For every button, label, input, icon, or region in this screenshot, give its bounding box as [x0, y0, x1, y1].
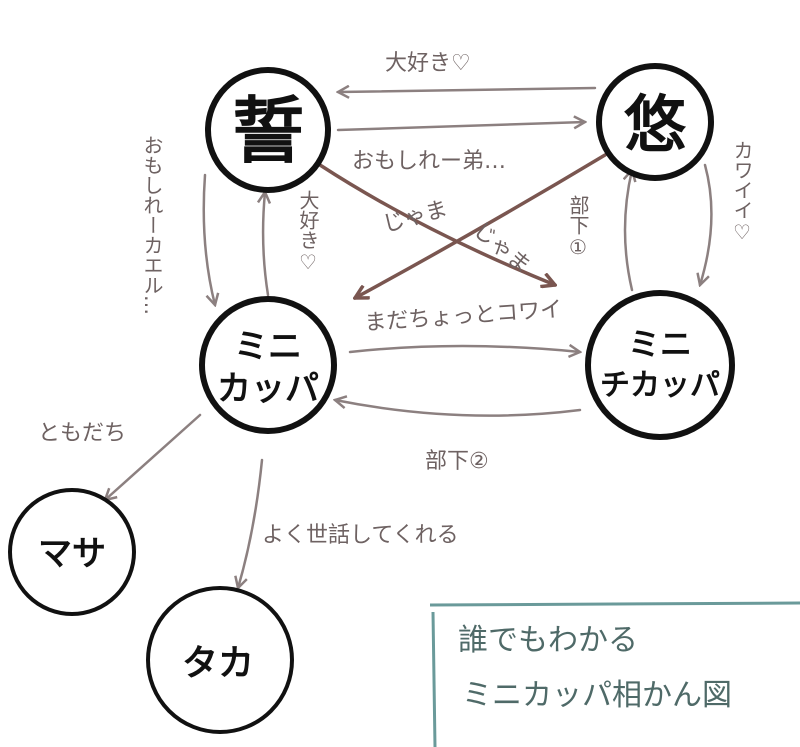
edge-minikappa-to-taka — [238, 458, 264, 588]
label-minichikappa-to-minikappa: 部下② — [425, 449, 489, 474]
edge-chikai-to-minikappa — [202, 173, 215, 305]
edge-chikai-to-minichikappa — [318, 163, 555, 285]
label-chikai-to-minikappa: おもしれーカエル… — [140, 135, 164, 315]
edge-yu-to-minichikappa — [700, 163, 713, 285]
label-minikappa-to-masa: ともだち — [38, 421, 126, 446]
edge-minikappa-to-masa — [105, 413, 202, 500]
edge-minikappa-to-minichikappa — [348, 346, 580, 352]
label-minikappa-to-taka: よく世話してくれる — [262, 523, 459, 548]
caption-box: 誰でもわかる ミニカッパ相かん図 — [429, 601, 800, 747]
node-masa-label: マサ — [38, 534, 106, 574]
node-taka: タカ — [146, 586, 294, 734]
caption-line-2: ミニカッパ相かん図 — [462, 678, 732, 713]
label-minikappa-to-chikai: 大好き♡ — [296, 190, 320, 274]
node-chikai: 誓 — [205, 67, 331, 193]
node-minichikappa-label-2: チカッパ — [600, 368, 720, 403]
label-minikappa-to-minichikappa: まだちょっとコワイ — [364, 297, 563, 336]
label-yu-to-chikai: 大好き♡ — [385, 51, 471, 76]
edge-minichikappa-to-minikappa — [335, 400, 582, 417]
node-yu-label: 悠 — [624, 88, 687, 161]
node-masa: マサ — [8, 488, 136, 616]
edge-yu-to-chikai — [338, 88, 597, 92]
edge-chikai-to-yu — [336, 122, 585, 132]
node-minichikappa-label-1: ミニ — [628, 325, 692, 363]
edge-minikappa-to-chikai — [263, 192, 268, 297]
node-minikappa: ミニ カッパ — [199, 296, 337, 434]
edge-yu-to-minikappa — [355, 153, 607, 298]
node-yu: 悠 — [596, 63, 714, 181]
label-minichikappa-to-yu: 部下① — [566, 195, 590, 259]
label-yu-to-minichikappa: カワイイ♡ — [730, 140, 754, 244]
node-minikappa-label-1: ミニ — [234, 327, 302, 367]
caption-line-1: 誰でもわかる — [458, 623, 638, 658]
edge-minichikappa-to-yu — [625, 170, 632, 292]
node-minichikappa: ミニ チカッパ — [585, 290, 735, 440]
label-yu-to-minikappa: じゃま — [468, 217, 535, 279]
node-chikai-label: 誓 — [232, 89, 304, 173]
label-chikai-to-yu: おもしれー弟… — [352, 149, 506, 174]
node-minikappa-label-2: カッパ — [217, 369, 319, 409]
node-taka-label: タカ — [182, 643, 254, 684]
